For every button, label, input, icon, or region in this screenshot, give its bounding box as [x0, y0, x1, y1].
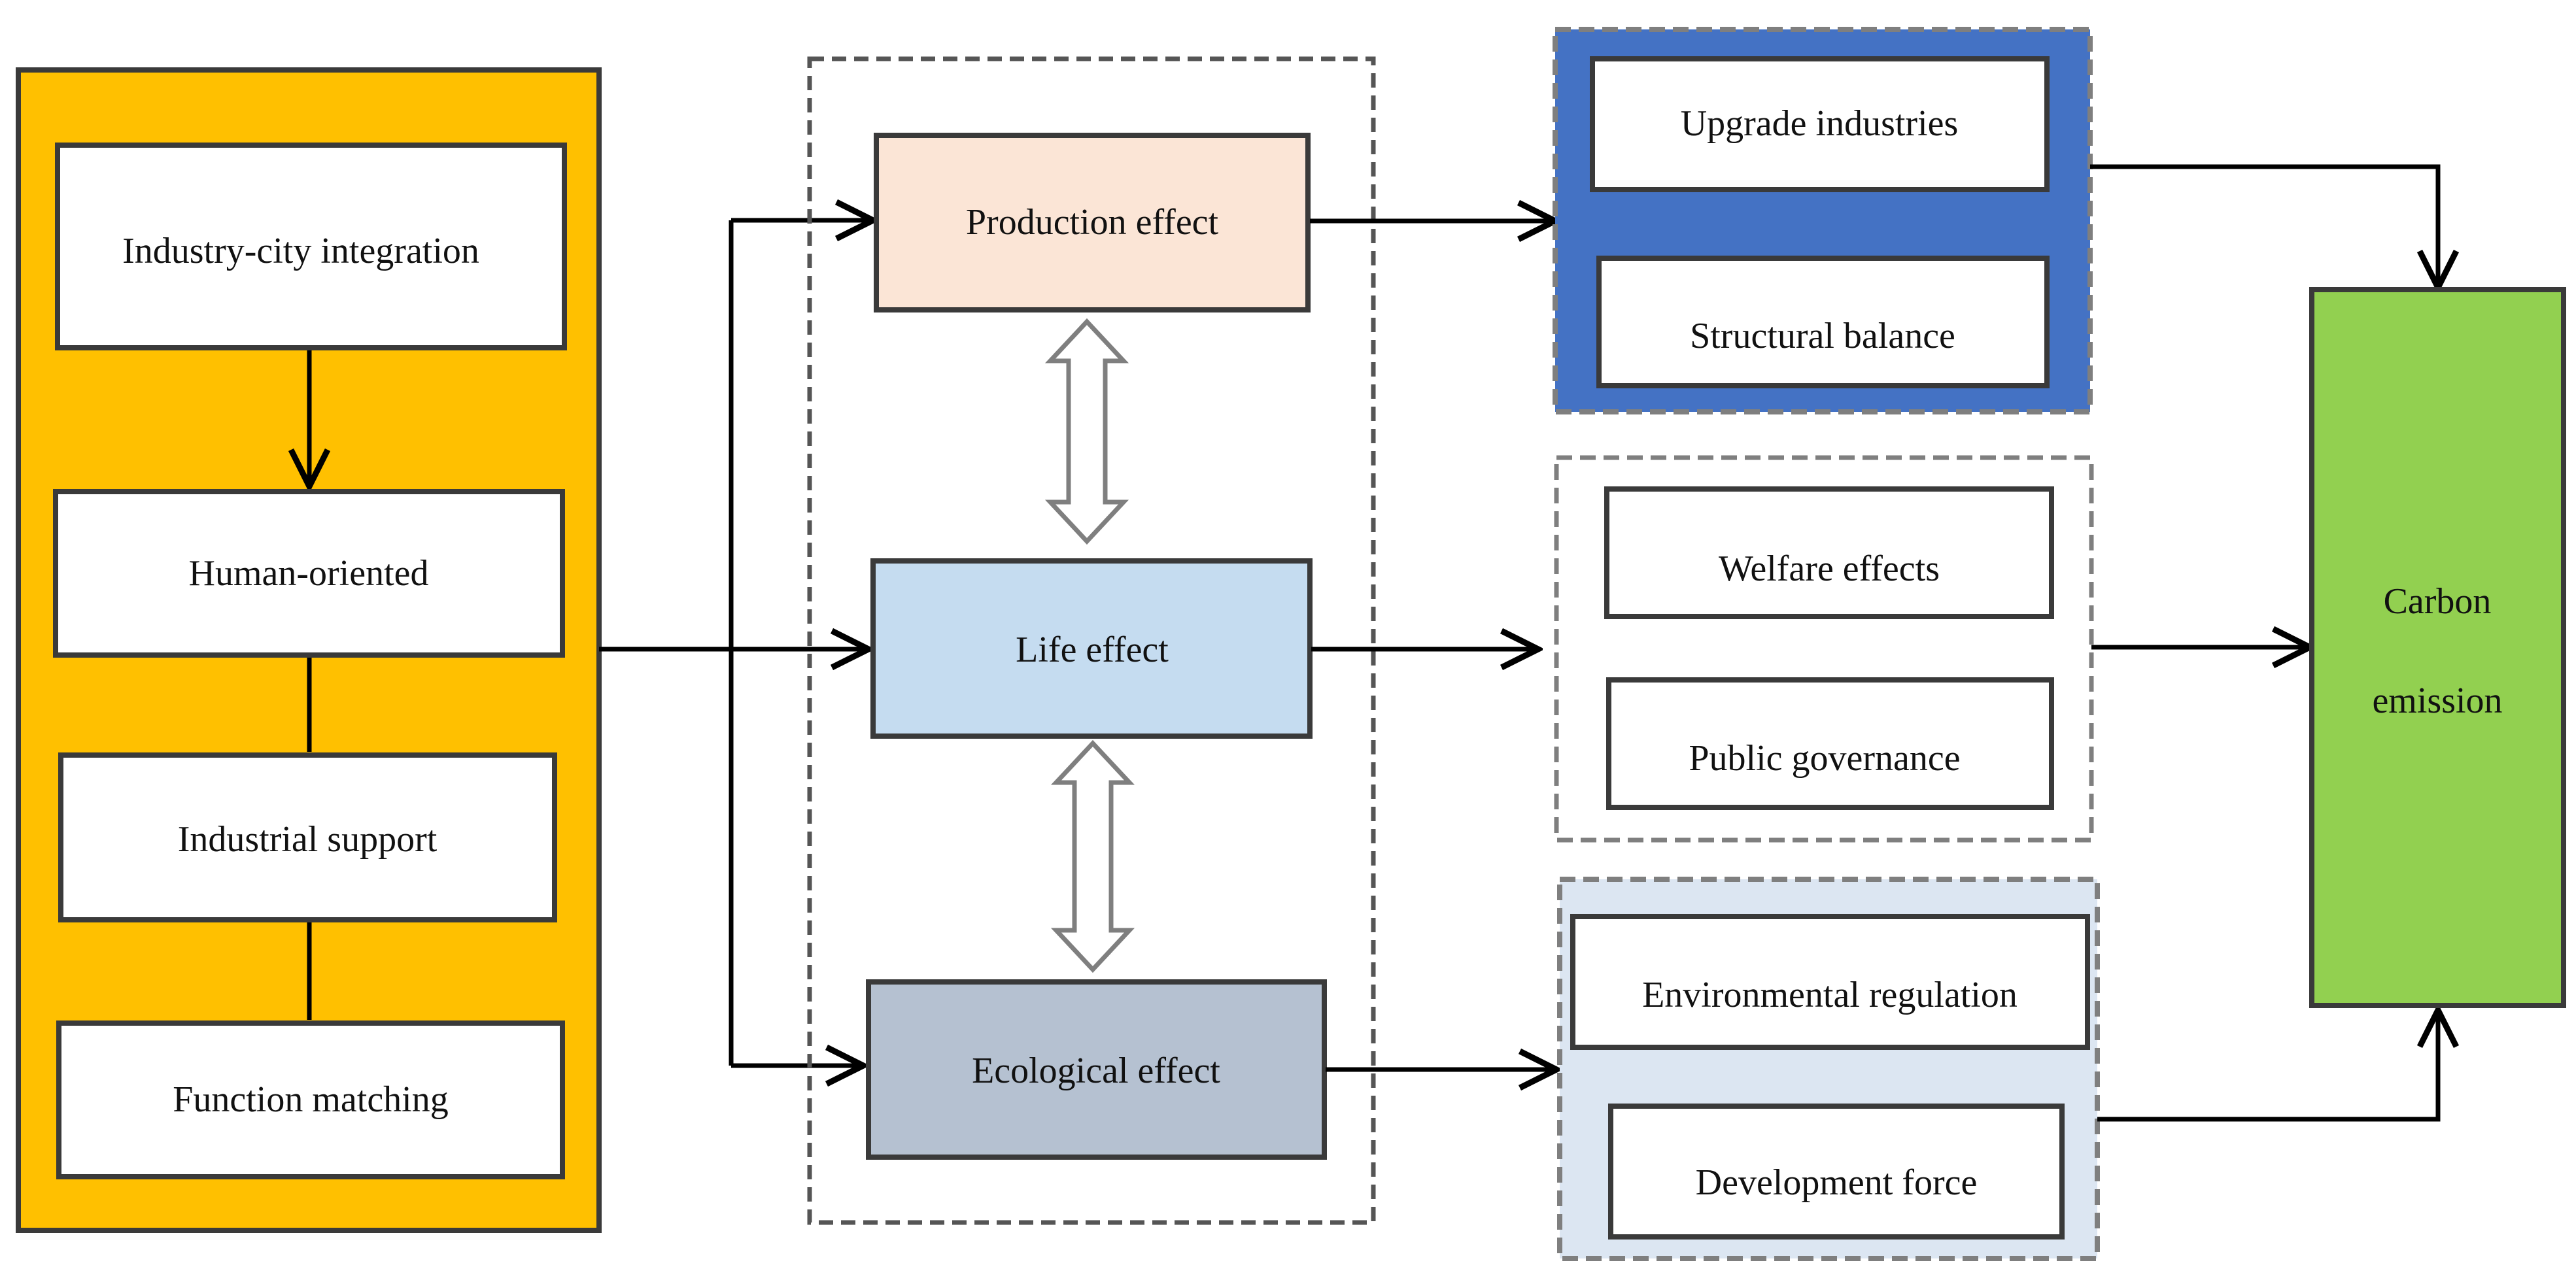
effects-panel-border — [807, 56, 1376, 1225]
arrow-ecological-outcomes-to-carbon — [2097, 1010, 2438, 1122]
effects-panel: Production effect Life effect Ecological… — [807, 56, 1376, 1225]
outcome-label: Upgrade industries — [1681, 103, 1959, 144]
effects-to-outcomes-connectors — [1310, 221, 1556, 1070]
double-arrow-production-life — [1044, 318, 1129, 545]
left-box-label: Industry-city integration — [122, 231, 479, 271]
left-box-label: Function matching — [173, 1079, 449, 1120]
left-box-human-oriented: Human-oriented — [53, 489, 565, 658]
double-arrow-life-ecological — [1050, 739, 1135, 973]
outcome-box-environmental-regulation: Environmental regulation — [1570, 914, 2090, 1050]
life-effect-label: Life effect — [1016, 630, 1169, 670]
carbon-emission-box: Carbon emission — [2309, 287, 2566, 1008]
left-to-effects-connectors — [599, 220, 873, 1066]
outcome-label: Structural balance — [1690, 316, 1955, 356]
outcome-box-welfare-effects: Welfare effects — [1604, 486, 2054, 619]
outcome-box-development-force: Development force — [1608, 1104, 2065, 1240]
life-outcome-panel: Welfare effects Public governance — [1554, 455, 2094, 843]
outcome-box-structural-balance: Structural balance — [1596, 256, 2050, 388]
outcome-label: Public governance — [1689, 738, 1960, 779]
outcome-label: Environmental regulation — [1642, 975, 2018, 1015]
outcome-label: Welfare effects — [1719, 548, 1940, 589]
production-effect-box: Production effect — [874, 133, 1311, 312]
production-outcome-panel: Upgrade industries Structural balance — [1553, 27, 2093, 414]
production-effect-label: Production effect — [966, 202, 1219, 243]
ecological-effect-box: Ecological effect — [866, 979, 1327, 1160]
life-effect-box: Life effect — [870, 558, 1313, 739]
left-box-industrial-support: Industrial support — [58, 752, 557, 922]
left-box-industry-city: Industry-city integration — [55, 143, 567, 350]
left-box-label: Industrial support — [178, 819, 438, 860]
left-box-function-matching: Function matching — [56, 1020, 565, 1179]
carbon-emission-label-line1: Carbon — [2384, 581, 2492, 622]
outcomes-to-carbon-connectors — [2090, 164, 2438, 1122]
outcome-label: Development force — [1696, 1162, 1978, 1203]
carbon-emission-label-line2: emission — [2372, 681, 2502, 721]
ecological-outcome-panel: Environmental regulation Development for… — [1557, 877, 2100, 1261]
arrow-production-outcomes-to-carbon — [2090, 164, 2438, 288]
left-box-label: Human-oriented — [189, 553, 429, 594]
ecological-effect-label: Ecological effect — [972, 1051, 1220, 1091]
outcome-box-public-governance: Public governance — [1606, 677, 2054, 810]
left-panel: Industry-city integration Human-oriented… — [16, 67, 602, 1233]
outcome-box-upgrade-industries: Upgrade industries — [1590, 56, 2050, 192]
